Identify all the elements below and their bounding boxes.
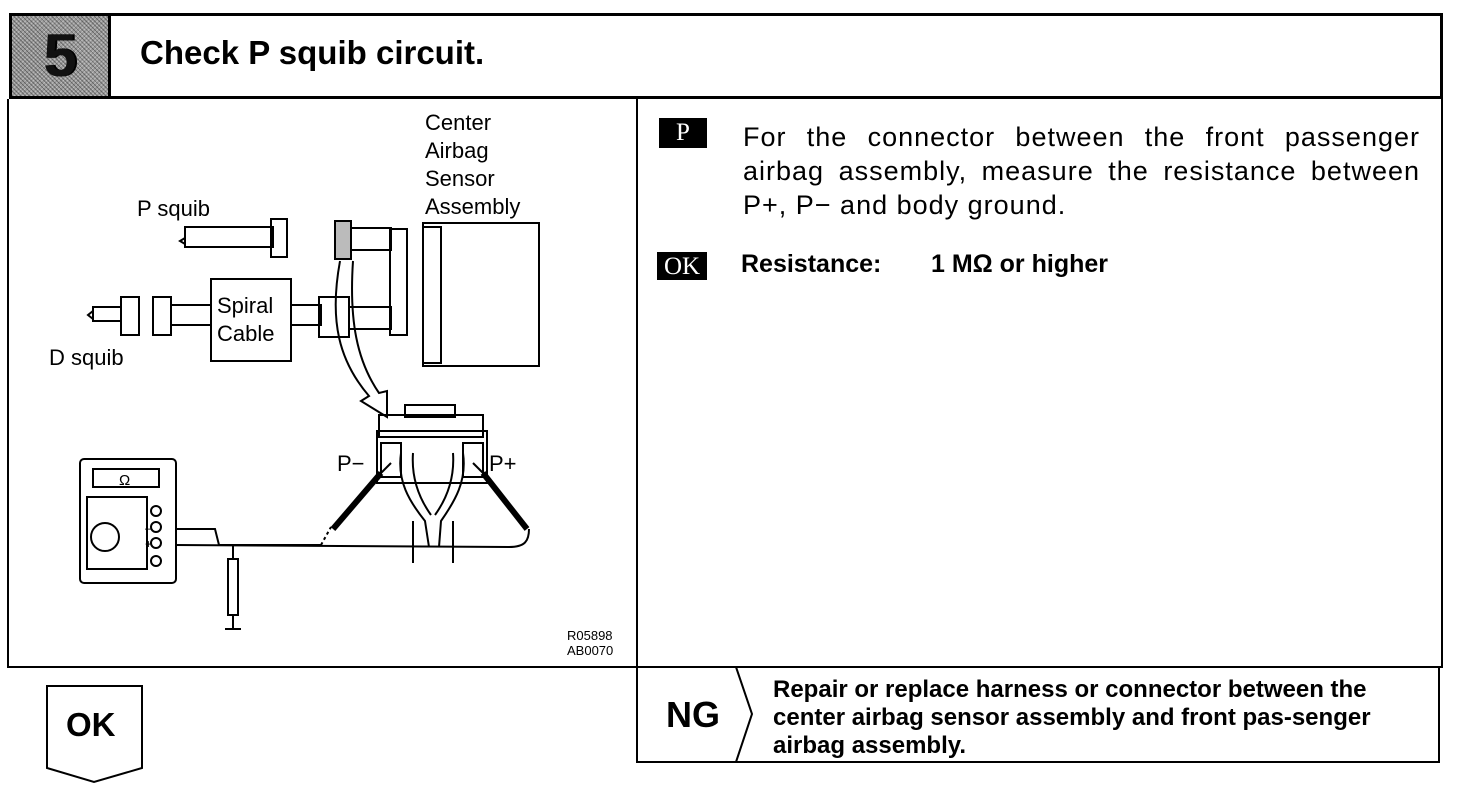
step-number: 5 [43, 22, 77, 89]
p-squib-label: P squib [137, 196, 210, 221]
connector-top [378, 414, 484, 438]
ok-result-label: OK [66, 706, 116, 743]
meter-display [92, 468, 160, 488]
meter-lead-minus [175, 528, 321, 546]
meter-jack-1 [150, 505, 162, 517]
connector-wire-right [438, 452, 465, 548]
meter-jack-3 [150, 537, 162, 549]
connector-latch [404, 404, 456, 418]
meter-minus-sign: – [145, 521, 152, 535]
spiral-left-flange [152, 296, 172, 336]
ok-tag: OK [657, 252, 707, 280]
spiral-left-lead [170, 304, 212, 326]
ng-label: NG [666, 694, 720, 735]
step-header: 5 Check P squib circuit. [9, 13, 1443, 99]
ng-action-text: Repair or replace harness or connector b… [773, 676, 1371, 759]
ok-result-box [46, 685, 143, 784]
hatched-connector [334, 220, 352, 260]
figure-code-2: AB0070 [567, 643, 614, 658]
connector-right-tab [462, 442, 484, 478]
center-sensor-label-3: Sensor [425, 166, 495, 191]
center-sensor-label-4: Assembly [425, 194, 520, 219]
center-sensor-label-1: Center [425, 110, 491, 135]
ok-result-outline [46, 685, 143, 784]
ng-box [636, 666, 1440, 763]
connector-cable-sleeve [412, 521, 454, 563]
ground-symbol [225, 615, 241, 630]
sensor-bus-plug [389, 228, 408, 336]
ground-probe [227, 558, 239, 616]
connector-left-tab [380, 442, 402, 478]
d-squib-flange [120, 296, 140, 336]
probe-left-tip [380, 462, 392, 474]
lower-harness [348, 306, 392, 330]
spiral-cable-label-1: Spiral [217, 293, 273, 318]
p-minus-label: P− [337, 451, 365, 476]
connector-pointer-arrow [334, 260, 388, 419]
probe-left [330, 471, 384, 531]
p-squib-plug [184, 226, 274, 248]
connector-body [376, 430, 488, 484]
connector-wire-left-inner [411, 452, 432, 516]
meter-dial-panel [86, 496, 148, 570]
ng-chevron [735, 666, 754, 763]
meter-jack-4 [150, 555, 162, 567]
probe-right [480, 471, 530, 531]
figure-code-1: R05898 [567, 628, 613, 643]
d-squib-label: D squib [49, 345, 124, 370]
multimeter [79, 458, 177, 584]
d-squib-plug [92, 306, 122, 322]
page-title: Check P squib circuit. [140, 34, 485, 71]
lower-connector [318, 296, 350, 338]
circuit-diagram: Center Airbag Sensor Assembly P squib D … [49, 110, 540, 630]
ng-frame [636, 666, 1440, 763]
figure-code: R05898 AB0070 [567, 628, 613, 658]
center-sensor-label-2: Airbag [425, 138, 489, 163]
ok-spec-label: Resistance: [741, 250, 882, 278]
meter-symbol: Ω [119, 472, 130, 489]
upper-harness [350, 227, 392, 251]
spiral-cable-label-2: Cable [217, 321, 274, 346]
ok-spec: Resistance: 1 MΩ or higher [741, 250, 1108, 279]
meter-lead-minus-dash [320, 526, 332, 546]
spiral-right-lead [290, 304, 322, 326]
meter-jack-2 [150, 521, 162, 533]
connector-wire-left [399, 452, 430, 548]
center-sensor-face [422, 226, 442, 364]
ok-spec-value: 1 MΩ or higher [931, 250, 1109, 278]
procedure-tag: P [659, 118, 707, 148]
connector-wire-right-inner [434, 452, 455, 516]
p-plus-label: P+ [489, 451, 517, 476]
meter-plus-sign: + [145, 537, 152, 551]
step-number-box: 5 [12, 16, 111, 96]
meter-dial [90, 522, 120, 552]
p-squib-flange [270, 218, 288, 258]
spiral-cable-box [210, 278, 292, 362]
procedure-text: For the connector between the front pass… [743, 122, 1420, 220]
column-divider [636, 99, 638, 667]
probe-right-tip [472, 462, 484, 474]
meter-lead-plus [174, 528, 530, 549]
